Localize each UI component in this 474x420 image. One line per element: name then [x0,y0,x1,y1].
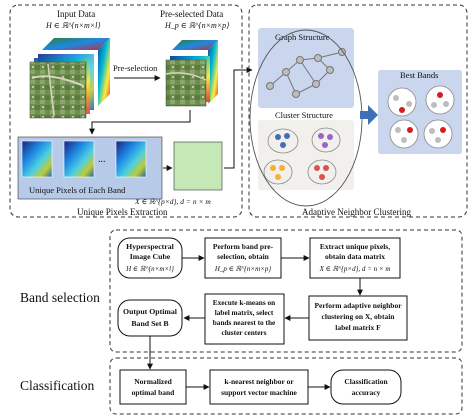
step2-formula: X ∈ ℝ^{p×d}, d = n × m [319,265,391,273]
step1-line2: selection, obtain [217,252,269,261]
band-image-1 [21,140,53,178]
best-band-clusters [387,85,455,149]
band-image-3 [115,140,147,178]
cube-line1: Hyperspectral [126,242,174,251]
to-clustering-arrow [224,67,253,169]
output-line1: Output Optimal [123,307,178,316]
cube-line2: Image Cube [130,252,171,261]
preselected-data-formula: H_p ∈ ℝ^{n×m×p} [164,21,230,30]
step1-formula: H_p ∈ ℝ^{n×m×p} [214,265,272,273]
step1-line1: Perform band pre- [213,242,274,251]
normalized-box [119,369,187,405]
step4-line1: Execute k-means on [213,298,275,307]
step2-box [309,237,401,279]
step4-box [204,293,285,345]
accuracy-line1: Classification [344,377,388,386]
input-data-formula: H ∈ ℝ^{n×m×l} [45,21,101,30]
preselection-label: Pre-selection [113,63,158,73]
to-best-bands-arrow [360,105,378,125]
accuracy-line2: accuracy [352,388,381,397]
graph-nodes [266,48,346,98]
clustering-panel [248,4,468,218]
to-bands-arrow [89,110,191,135]
output-box [117,299,183,337]
step3-line1: Perform adaptive neighbor [314,301,402,310]
cluster-structure-box [258,120,354,190]
step2-line1: Extract unique pixels, [320,242,390,251]
best-bands-label: Best Bands [400,70,439,80]
input-data-cube [29,38,110,119]
band-selection-label: Band selection [20,290,100,305]
cluster-structure-label: Cluster Structure [275,110,333,120]
step3-line3: label matrix F [335,323,381,332]
band-ellipsis: ... [98,154,106,165]
matrix-formula: X ∈ ℝ^{p×d}, d = n × m [134,197,211,206]
step4-line4: cluster centers [221,328,266,337]
band-selection-panel [109,229,463,353]
preselected-data-cube [165,40,218,107]
step4-line3: bands nearest to the [213,318,276,327]
unique-pixels-label: Unique Pixels of Each Band [29,185,126,195]
classification-label: Classification [20,378,94,393]
classifier-line1: k-nearest neighbor or [224,377,294,386]
step2-line2: obtain data matrix [325,252,385,261]
normalized-line2: optimal band [132,388,176,397]
cluster-groups [263,127,341,185]
unique-pixels-panel [9,4,243,218]
band-image-2 [63,140,95,178]
input-data-title: Input Data [57,9,95,19]
step3-line2: clustering on X, obtain [322,312,396,321]
cube-formula: H ∈ ℝ^{n×m×l} [125,265,174,273]
clustering-caption: Adaptive Neighbor Clustering [302,207,411,217]
classifier-line2: support vector machine [221,388,297,397]
graph-structure-label: Graph Structure [275,32,330,42]
output-line2: Band Set B [131,319,168,328]
classification-panel [109,357,463,415]
accuracy-box [330,369,402,405]
classifier-box [209,369,309,405]
unique-pixels-caption: Unique Pixels Extraction [77,207,168,217]
step3-box [308,295,408,341]
data-matrix-x [173,141,223,191]
step4-line2: label matrix, select [215,308,274,317]
step1-box [204,237,282,279]
graph-structure-box [258,28,354,108]
preselected-data-title: Pre-selected Data [160,9,223,19]
normalized-line1: Normalized [134,377,172,386]
